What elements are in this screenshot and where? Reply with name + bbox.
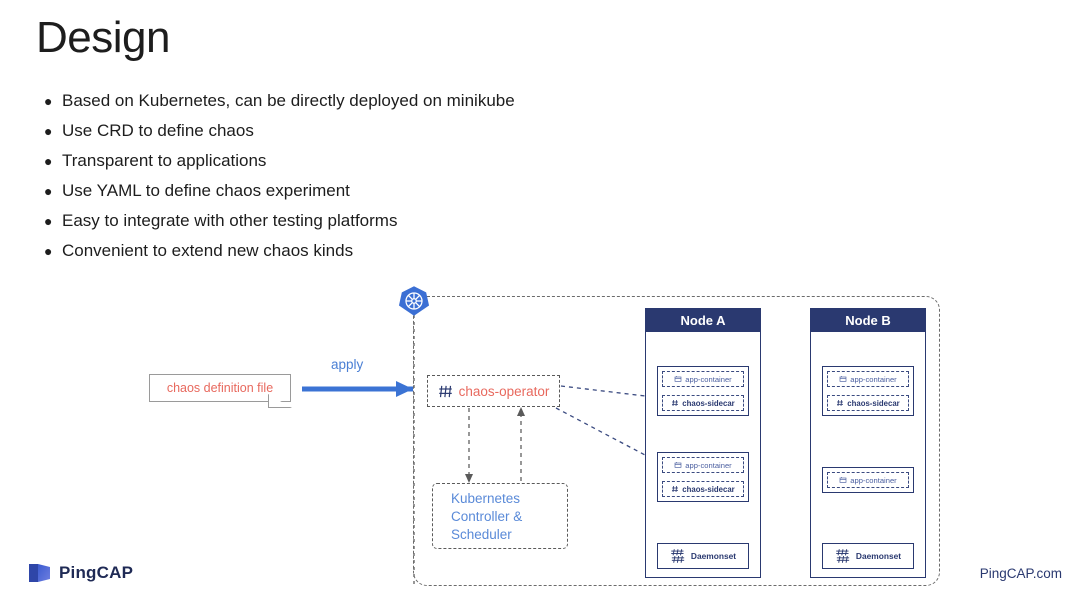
pod[interactable]: app-container chaos-sidecar <box>657 366 749 416</box>
grid-hash-icon <box>837 399 844 407</box>
controller-line-3: Scheduler <box>451 527 512 542</box>
node-b[interactable]: Node B app-container <box>810 308 926 578</box>
daemonset-box[interactable]: Daemonset <box>657 543 749 569</box>
chaos-sidecar-label: chaos-sidecar <box>847 398 900 408</box>
chaos-sidecar-chip[interactable]: chaos-sidecar <box>662 481 744 497</box>
chaos-sidecar-chip[interactable]: chaos-sidecar <box>662 395 744 411</box>
pingcap-url-label: PingCAP.com <box>979 566 1062 581</box>
chaos-sidecar-label: chaos-sidecar <box>682 484 735 494</box>
chaos-operator-label: chaos-operator <box>458 383 550 399</box>
bullet-text: Transparent to applications <box>62 151 267 170</box>
pod[interactable]: app-container chaos-sidecar <box>822 366 914 416</box>
apply-arrow-icon <box>302 381 413 397</box>
node-a[interactable]: Node A app-container <box>645 308 761 578</box>
list-item: ● Transparent to applications <box>44 146 724 176</box>
kubernetes-cluster-boundary <box>413 296 940 586</box>
chaos-definition-file-label: chaos definition file <box>166 381 274 395</box>
node-b-body: app-container chaos-sidecar <box>811 332 925 577</box>
app-container-chip[interactable]: app-container <box>662 371 744 387</box>
list-item: ● Convenient to extend new chaos kinds <box>44 236 724 266</box>
container-icon <box>839 477 847 483</box>
bullet-marker-icon: ● <box>44 243 53 259</box>
pod[interactable]: app-container chaos-sidecar <box>657 452 749 502</box>
list-item: ● Use CRD to define chaos <box>44 116 724 146</box>
daemonset-box[interactable]: Daemonset <box>822 543 914 569</box>
daemonset-grid-icon <box>671 549 685 563</box>
chaos-sidecar-label: chaos-sidecar <box>682 398 735 408</box>
pingcap-brand-label: PingCAP <box>59 563 134 582</box>
pingcap-logo: PingCAP <box>28 562 133 584</box>
controller-line-2: Controller & <box>451 509 523 524</box>
list-item: ● Based on Kubernetes, can be directly d… <box>44 86 724 116</box>
bullet-marker-icon: ● <box>44 93 53 109</box>
container-icon <box>674 376 682 382</box>
app-container-label: app-container <box>685 460 732 470</box>
bullet-text: Based on Kubernetes, can be directly dep… <box>62 91 515 110</box>
grid-hash-icon <box>438 385 452 397</box>
kubernetes-controller-scheduler-node[interactable]: Kubernetes Controller & Scheduler <box>432 483 568 549</box>
bullet-marker-icon: ● <box>44 153 53 169</box>
pod-chip-spacer <box>662 473 744 481</box>
bullet-marker-icon: ● <box>44 213 53 229</box>
pod-chip-spacer <box>662 387 744 395</box>
pod-chip-spacer <box>827 387 909 395</box>
chaos-definition-file-node[interactable]: chaos definition file <box>149 374 291 402</box>
bullet-text: Convenient to extend new chaos kinds <box>62 241 354 260</box>
bullet-marker-icon: ● <box>44 183 53 199</box>
app-container-label: app-container <box>850 374 897 384</box>
node-a-title: Node A <box>646 309 760 332</box>
app-container-chip[interactable]: app-container <box>827 371 909 387</box>
pingcap-mark-icon <box>29 564 50 582</box>
bullet-text: Use CRD to define chaos <box>62 121 254 140</box>
node-a-body: app-container chaos-sidecar <box>646 332 760 577</box>
list-item: ● Use YAML to define chaos experiment <box>44 176 724 206</box>
list-item: ● Easy to integrate with other testing p… <box>44 206 724 236</box>
bullet-text: Easy to integrate with other testing pla… <box>62 211 398 230</box>
app-container-chip[interactable]: app-container <box>662 457 744 473</box>
apply-arrow-label: apply <box>331 357 364 372</box>
kubernetes-logo-icon <box>398 286 430 316</box>
controller-line-1: Kubernetes <box>451 491 521 506</box>
page-title: Design <box>36 13 170 62</box>
container-icon <box>674 462 682 468</box>
bullet-marker-icon: ● <box>44 123 53 139</box>
chaos-sidecar-chip[interactable]: chaos-sidecar <box>827 395 909 411</box>
bullet-list: ● Based on Kubernetes, can be directly d… <box>44 86 724 266</box>
grid-hash-icon <box>672 485 679 493</box>
pod[interactable]: app-container <box>822 467 914 493</box>
app-container-label: app-container <box>850 475 897 485</box>
node-b-title: Node B <box>811 309 925 332</box>
app-container-chip[interactable]: app-container <box>827 472 909 488</box>
daemonset-grid-icon <box>836 549 850 563</box>
daemonset-label: Daemonset <box>855 551 902 561</box>
grid-hash-icon <box>672 399 679 407</box>
app-container-label: app-container <box>685 374 732 384</box>
daemonset-label: Daemonset <box>690 551 737 561</box>
chaos-operator-node[interactable]: chaos-operator <box>427 375 560 407</box>
bullet-text: Use YAML to define chaos experiment <box>62 181 350 200</box>
container-icon <box>839 376 847 382</box>
